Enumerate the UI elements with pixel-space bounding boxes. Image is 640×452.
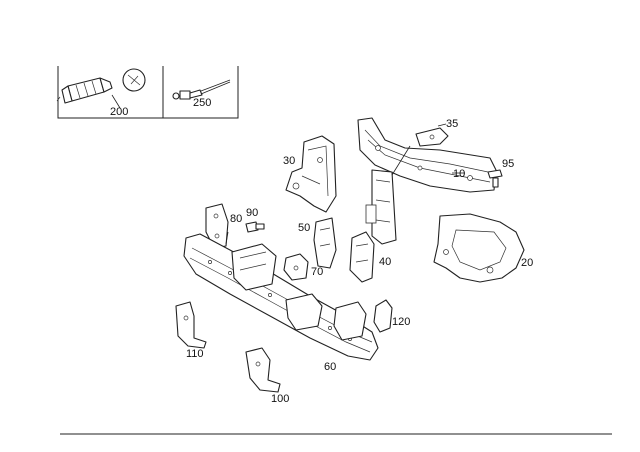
upper-cross-member (357, 117, 497, 245)
mount-100 (245, 347, 281, 393)
absorber-50 (313, 217, 337, 269)
callout-30: 30 (283, 155, 295, 167)
callout-60: 60 (324, 361, 336, 373)
callout-50: 50 (298, 222, 310, 234)
callout-80: 80 (230, 213, 242, 225)
bracket-80 (205, 203, 229, 249)
callout-20: 20 (521, 257, 533, 269)
callout-40: 40 (379, 256, 391, 268)
callout-200: 200 (110, 106, 128, 118)
mount-110 (175, 301, 207, 349)
callout-100: 100 (271, 393, 289, 405)
callout-10: 10 (453, 168, 465, 180)
callout-120: 120 (392, 316, 410, 328)
bracket-70 (283, 253, 309, 281)
side-support-20 (433, 213, 525, 283)
seal-120 (373, 299, 393, 333)
callout-90: 90 (246, 207, 258, 219)
callout-70: 70 (311, 266, 323, 278)
callout-35: 35 (446, 118, 458, 130)
side-bracket-30 (285, 135, 337, 213)
bracket-35 (415, 127, 449, 147)
consumables-inset: 200 250 (56, 66, 239, 119)
probe-fastener-icon (172, 79, 231, 100)
bumper-carrier-60 (183, 233, 379, 361)
callout-110: 110 (186, 348, 204, 360)
callout-250: 250 (193, 97, 211, 109)
screw-95 (487, 169, 503, 188)
sealant-tube-icon (56, 68, 146, 104)
callout-95: 95 (502, 158, 514, 170)
bracket-40 (349, 231, 375, 283)
bolt-90 (245, 221, 265, 233)
